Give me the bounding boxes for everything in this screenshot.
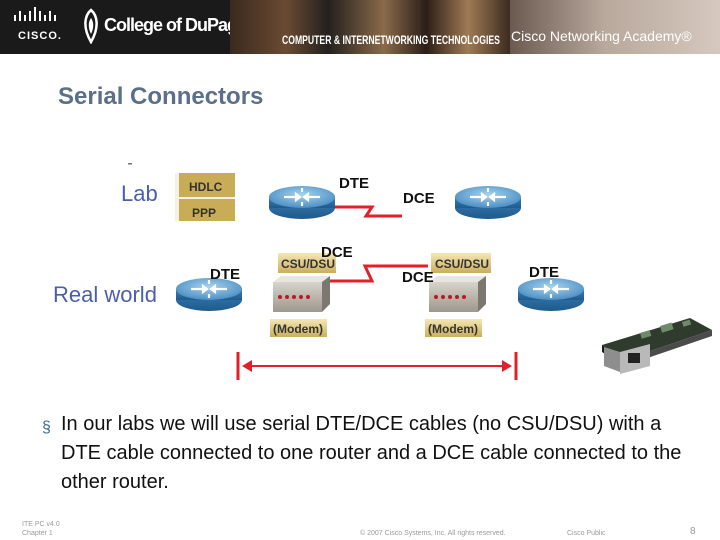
college-name: College of DuPage <box>104 15 247 35</box>
lab-label: Lab <box>121 181 158 206</box>
modem-left-label: (Modem) <box>273 322 323 336</box>
college-logo: College of DuPage <box>80 6 247 46</box>
csu-dsu-tag-right: CSU/DSU <box>431 253 491 273</box>
lab-mark <box>128 163 132 165</box>
lab-router-left <box>269 186 335 219</box>
footer-classification: Cisco Public <box>567 530 606 537</box>
rw-dce-left-label: DCE <box>321 244 353 261</box>
academy-panel <box>510 0 720 54</box>
rw-dte-left-label: DTE <box>210 266 240 283</box>
protocol-ppp: PPP <box>192 206 216 220</box>
csu-dsu-right-label: CSU/DSU <box>435 257 489 271</box>
footer-page-number: 8 <box>690 526 696 537</box>
lab-dce-label: DCE <box>403 190 435 207</box>
modem-tag-right: (Modem) <box>425 319 482 337</box>
student-photo-strip <box>230 0 510 54</box>
rw-dte-right-label: DTE <box>529 264 559 281</box>
csu-dsu-left-label: CSU/DSU <box>281 257 335 271</box>
cisco-bars-icon <box>14 7 56 21</box>
modem-right-label: (Modem) <box>428 322 478 336</box>
rw-router-right <box>518 278 584 311</box>
modem-right <box>429 276 486 312</box>
academy-name: Cisco Networking Academy® <box>511 28 692 44</box>
rw-serial-link <box>330 264 428 283</box>
csu-dsu-tag-left: CSU/DSU <box>278 253 336 273</box>
rw-dce-right-label: DCE <box>402 269 434 286</box>
serial-connectors-diagram: Lab Real world HDLC PPP DTE DC <box>53 163 712 380</box>
protocol-box: HDLC PPP <box>175 173 235 221</box>
lab-router-right <box>455 186 521 219</box>
protocol-hdlc: HDLC <box>189 180 223 194</box>
footer-course: ITE PC v4.0 <box>22 521 60 528</box>
cisco-wordmark: CISCO. <box>18 30 62 42</box>
modem-left <box>273 276 330 312</box>
slide-title: Serial Connectors <box>58 83 264 110</box>
lab-serial-link <box>335 205 402 218</box>
college-emblem-icon <box>84 8 98 44</box>
footer-chapter: Chapter 1 <box>22 530 53 537</box>
banner-caption: COMPUTER & INTERNETWORKING TECHNOLOGIES <box>282 33 500 47</box>
lab-dte-label: DTE <box>339 175 369 192</box>
serial-wic-card-image <box>602 318 712 374</box>
real-world-label: Real world <box>53 282 157 307</box>
rw-router-left <box>176 278 242 311</box>
bullet-square-icon: § <box>42 419 51 436</box>
cisco-logo: CISCO. <box>8 6 72 48</box>
span-arrow <box>236 352 518 380</box>
header-banner: CISCO. College of DuPage COMPUTER & INTE… <box>0 0 720 54</box>
footer-copyright: © 2007 Cisco Systems, Inc. All rights re… <box>360 530 506 537</box>
modem-tag-left: (Modem) <box>270 319 327 337</box>
bullet-text: In our labs we will use serial DTE/DCE c… <box>61 413 682 493</box>
